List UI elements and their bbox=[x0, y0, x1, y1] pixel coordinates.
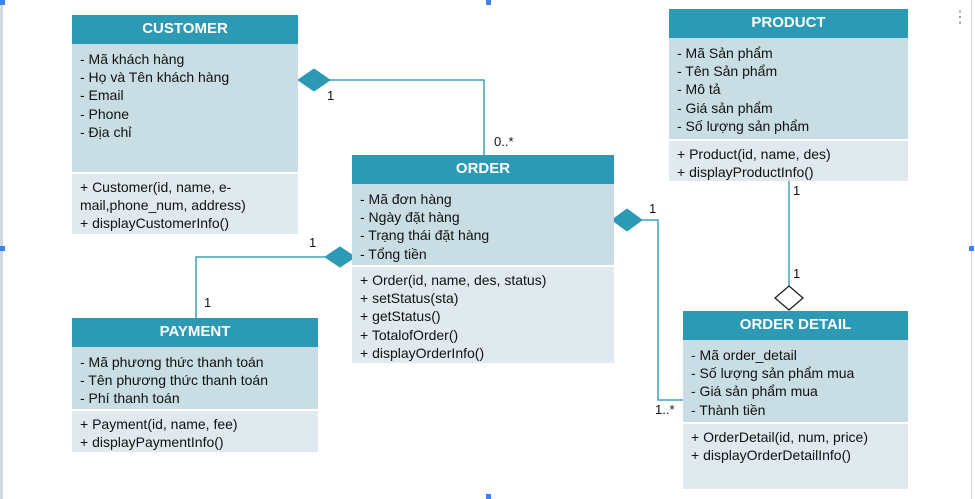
operation: + Customer(id, name, e-mail,phone_num, a… bbox=[80, 179, 246, 214]
multiplicity-order-customer: 0..* bbox=[494, 134, 514, 149]
operation: + Payment(id, name, fee) bbox=[80, 416, 238, 432]
attribute: - Phí thanh toán bbox=[80, 390, 180, 407]
customer-aggregation-diamond-icon bbox=[297, 68, 331, 92]
attribute: - Thành tiền bbox=[691, 401, 766, 418]
class-order-detail-attributes: - Mã order_detail - Số lượng sản phẩm mu… bbox=[683, 340, 908, 422]
class-order-detail-name: ORDER DETAIL bbox=[683, 311, 908, 340]
class-payment[interactable]: PAYMENT - Mã phương thức thanh toán - Tê… bbox=[72, 318, 318, 452]
more-options-icon[interactable]: ⋮ bbox=[952, 9, 968, 26]
selection-handle-top-left[interactable] bbox=[0, 0, 5, 5]
operation: + displayPaymentInfo() bbox=[80, 434, 224, 451]
attribute: - Tổng tiền bbox=[360, 245, 427, 262]
attribute: - Mã Sản phẩm bbox=[677, 45, 773, 61]
selection-handle-bottom[interactable] bbox=[486, 494, 491, 499]
attribute: - Phone bbox=[80, 105, 130, 122]
order-detail-diamond-icon bbox=[611, 208, 643, 232]
class-product[interactable]: PRODUCT - Mã Sản phẩm - Tên Sản phẩm - M… bbox=[669, 9, 908, 181]
class-customer-name: CUSTOMER bbox=[72, 15, 298, 44]
customer-order-connector bbox=[322, 79, 485, 155]
attribute: - Email bbox=[80, 87, 124, 104]
attribute: - Mô tả bbox=[677, 81, 721, 98]
selection-handle-top[interactable] bbox=[486, 0, 491, 5]
multiplicity-order-detail-from-order: 1 bbox=[649, 201, 657, 216]
attribute: - Tên Sản phẩm bbox=[677, 63, 778, 80]
attribute: - Mã đơn hàng bbox=[360, 191, 452, 207]
operation: + OrderDetail(id, num, price) bbox=[691, 429, 869, 445]
class-order-name: ORDER bbox=[352, 155, 614, 184]
attribute: - Số lượng sản phẩm mua bbox=[691, 365, 855, 382]
multiplicity-customer: 1 bbox=[327, 88, 335, 103]
operation: + TotalofOrder() bbox=[360, 326, 459, 343]
attribute: - Địa chỉ bbox=[80, 123, 132, 140]
multiplicity-order-payment: 1 bbox=[309, 235, 317, 250]
selection-handle-left[interactable] bbox=[0, 246, 5, 251]
multiplicity-payment: 1 bbox=[204, 295, 212, 310]
class-order[interactable]: ORDER - Mã đơn hàng - Ngày đặt hàng - Tr… bbox=[352, 155, 614, 363]
class-customer[interactable]: CUSTOMER - Mã khách hàng - Họ và Tên khá… bbox=[72, 15, 298, 234]
attribute: - Họ và Tên khách hàng bbox=[80, 69, 230, 86]
class-order-attributes: - Mã đơn hàng - Ngày đặt hàng - Trạng th… bbox=[352, 184, 614, 265]
operation: + displayCustomerInfo() bbox=[80, 215, 230, 232]
attribute: - Giá sản phẩm bbox=[677, 99, 773, 116]
selection-handle-right[interactable] bbox=[969, 246, 974, 251]
product-detail-hollow-diamond-icon bbox=[774, 285, 804, 311]
operation: + displayOrderDetailInfo() bbox=[691, 447, 851, 464]
class-order-detail-operations: + OrderDetail(id, num, price) + displayO… bbox=[683, 422, 908, 489]
class-customer-operations: + Customer(id, name, e-mail,phone_num, a… bbox=[72, 172, 298, 234]
class-product-name: PRODUCT bbox=[669, 9, 908, 38]
attribute: - Giá sản phẩm mua bbox=[691, 383, 818, 400]
attribute: - Trạng thái đặt hàng bbox=[360, 227, 490, 244]
class-payment-attributes: - Mã phương thức thanh toán - Tên phương… bbox=[72, 347, 318, 409]
operation: + Order(id, name, des, status) bbox=[360, 272, 547, 288]
operation: + displayOrderInfo() bbox=[360, 344, 485, 361]
class-payment-operations: + Payment(id, name, fee) + displayPaymen… bbox=[72, 409, 318, 452]
multiplicity-product: 1 bbox=[793, 183, 801, 198]
class-order-detail[interactable]: ORDER DETAIL - Mã order_detail - Số lượn… bbox=[683, 311, 908, 489]
attribute: - Ngày đặt hàng bbox=[360, 209, 460, 226]
attribute: - Mã khách hàng bbox=[80, 51, 185, 67]
attribute: - Số lượng sản phẩm bbox=[677, 117, 810, 134]
multiplicity-detail-many: 1..* bbox=[655, 402, 675, 417]
attribute: - Mã phương thức thanh toán bbox=[80, 354, 264, 370]
order-payment-diamond-icon bbox=[324, 246, 356, 268]
multiplicity-detail-product: 1 bbox=[793, 266, 801, 281]
operation: + displayProductInfo() bbox=[677, 164, 814, 181]
attribute: - Tên phương thức thanh toán bbox=[80, 372, 269, 389]
class-product-attributes: - Mã Sản phẩm - Tên Sản phẩm - Mô tả - G… bbox=[669, 38, 908, 139]
attribute: - Mã order_detail bbox=[691, 347, 797, 363]
class-customer-attributes: - Mã khách hàng - Họ và Tên khách hàng -… bbox=[72, 44, 298, 172]
class-product-operations: + Product(id, name, des) + displayProduc… bbox=[669, 139, 908, 181]
operation: + setStatus(sta) bbox=[360, 290, 459, 307]
class-order-operations: + Order(id, name, des, status) + setStat… bbox=[352, 265, 614, 363]
order-detail-connector bbox=[636, 219, 683, 401]
order-payment-connector bbox=[195, 256, 333, 318]
class-payment-name: PAYMENT bbox=[72, 318, 318, 347]
operation: + getStatus() bbox=[360, 308, 441, 325]
operation: + Product(id, name, des) bbox=[677, 146, 831, 162]
